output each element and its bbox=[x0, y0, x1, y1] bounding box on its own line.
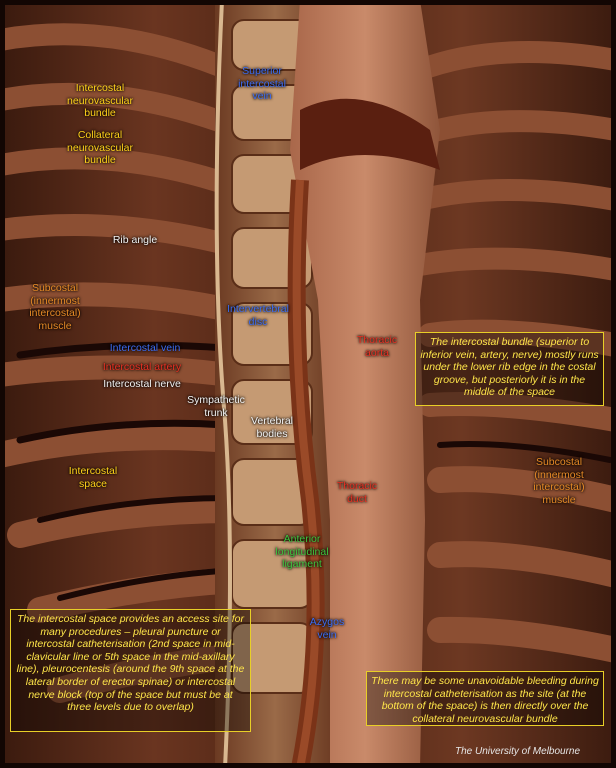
label-thoracic-duct: Thoracic duct bbox=[336, 480, 378, 505]
note-intercostal-bundle: The intercostal bundle (superior to infe… bbox=[415, 332, 604, 406]
credit-university: The University of Melbourne bbox=[455, 746, 581, 757]
label-azygos-vein: Azygos vein bbox=[309, 616, 345, 641]
label-intercostal-artery: Intercostal artery bbox=[102, 361, 182, 373]
label-rib-angle: Rib angle bbox=[112, 234, 158, 246]
label-intercostal-space: Intercostal space bbox=[68, 465, 118, 490]
label-sympathetic-trunk: Sympathetic trunk bbox=[187, 394, 245, 419]
label-thoracic-aorta: Thoracic aorta bbox=[356, 334, 398, 359]
label-collateral-neurovascular-bundle: Collateral neurovascular bundle bbox=[67, 129, 133, 166]
label-intercostal-nerve: Intercostal nerve bbox=[103, 378, 181, 390]
label-intercostal-neurovascular-bundle: Intercostal neurovascular bundle bbox=[67, 82, 133, 119]
label-subcostal-muscle-left: Subcostal (innermost intercostal) muscle bbox=[29, 282, 81, 332]
label-intervertebral-disc: Intervertebral disc bbox=[227, 303, 289, 328]
note-access-site: The intercostal space provides an access… bbox=[10, 609, 251, 732]
label-vertebral-bodies: Vertebral bodies bbox=[250, 415, 294, 440]
label-anterior-longitudinal-ligament: Anterior longitudinal ligament bbox=[275, 533, 329, 570]
label-superior-intercostal-vein: Superior intercostal vein bbox=[238, 65, 286, 102]
note-bleeding: There may be some unavoidable bleeding d… bbox=[366, 671, 604, 726]
label-subcostal-muscle-right: Subcostal (innermost intercostal) muscle bbox=[533, 456, 585, 506]
label-intercostal-vein: Intercostal vein bbox=[109, 342, 181, 354]
